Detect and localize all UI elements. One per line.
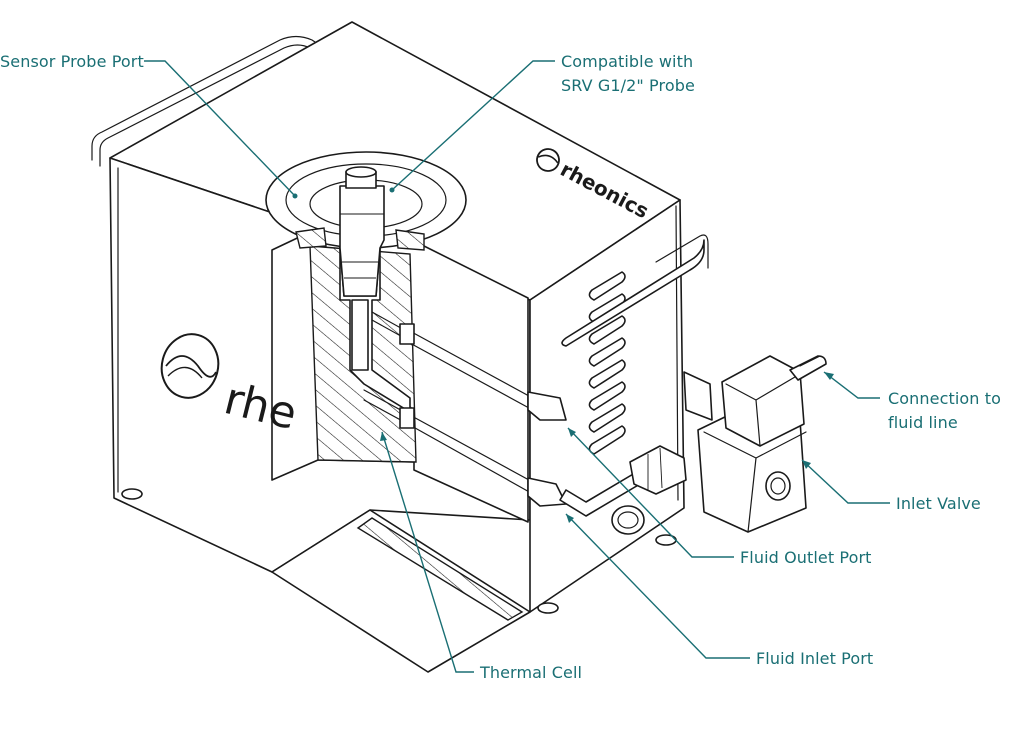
cutaway (265, 151, 529, 523)
leader-thermal-cell (381, 431, 474, 673)
label-connection-line2: fluid line (888, 413, 958, 432)
label-sensor-probe-port: Sensor Probe Port (0, 52, 144, 71)
label-thermal-cell: Thermal Cell (479, 663, 582, 682)
leader-inlet-valve (801, 459, 890, 504)
label-connection-line1: Connection to (888, 389, 1001, 408)
leader-fluid-inlet (565, 513, 750, 659)
inlet-fitting (527, 477, 567, 507)
right-face-details (561, 234, 713, 535)
leader-compatible-probe (391, 60, 555, 191)
leader-sensor-probe-port (144, 60, 296, 197)
label-fluid-outlet-port: Fluid Outlet Port (740, 548, 872, 567)
label-compatible-line1: Compatible with (561, 52, 693, 71)
leader-connection (823, 371, 880, 399)
foot-mid (537, 602, 559, 614)
label-compatible-line2: SRV G1/2" Probe (561, 76, 695, 95)
label-inlet-valve: Inlet Valve (896, 494, 981, 513)
drain-port (611, 505, 645, 535)
bottom-hatch (356, 517, 524, 621)
callout-leaders (144, 60, 890, 673)
callout-labels: Sensor Probe Port Compatible with SRV G1… (0, 52, 1001, 682)
valve-coupling (629, 445, 687, 495)
bottom-step (271, 509, 531, 673)
label-fluid-inlet-port: Fluid Inlet Port (756, 649, 873, 668)
outlet-fitting (527, 391, 567, 421)
inlet-valve (697, 355, 827, 533)
foot-left (121, 488, 143, 500)
leader-fluid-outlet (567, 427, 734, 558)
valve-connector (721, 355, 805, 447)
tubing (363, 311, 687, 517)
probe-tip (351, 299, 369, 371)
